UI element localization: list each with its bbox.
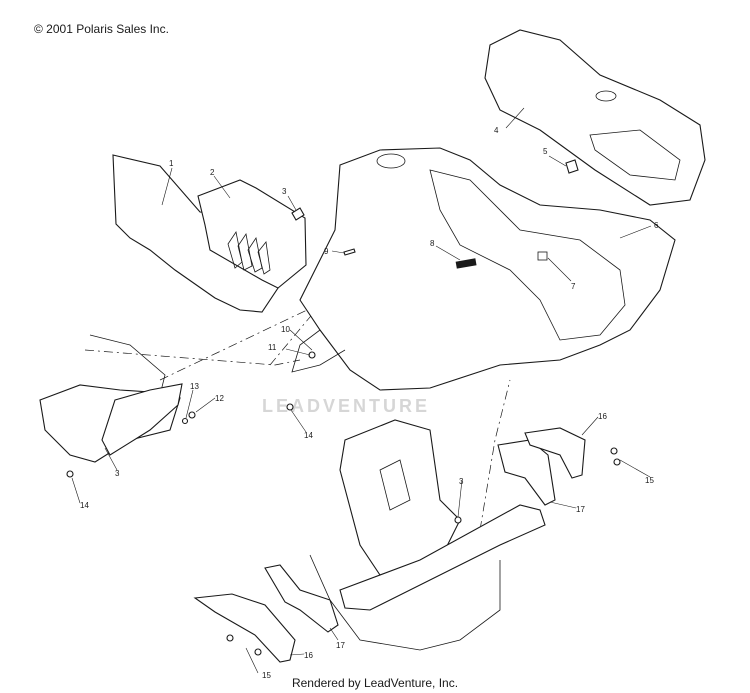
- frame-crossmember: [339, 504, 546, 611]
- callout-15: 15: [262, 671, 271, 680]
- part-16-bracket-bottom: [193, 593, 296, 663]
- callout-11: 11: [268, 343, 277, 352]
- callout-3: 3: [115, 469, 120, 478]
- fuel-cap-opening: [376, 153, 406, 169]
- callout-16: 16: [304, 651, 313, 660]
- part-8-decal: [455, 258, 477, 269]
- part-7-clip: [537, 251, 548, 261]
- callout-9: 9: [324, 247, 329, 256]
- frame-window: [379, 459, 411, 511]
- fender-front-lip: [291, 329, 346, 373]
- callout-13: 13: [190, 382, 199, 391]
- part-17-shield-bottom: [264, 564, 339, 633]
- fasteners: [66, 351, 621, 656]
- callout-15: 15: [645, 476, 654, 485]
- callout-2: 2: [210, 168, 215, 177]
- footwell-rail: [89, 334, 166, 396]
- frame-upright: [339, 419, 461, 576]
- fender-seat-opening: [429, 169, 626, 341]
- part-4-rear-recess: [589, 129, 681, 181]
- callout-1: 1: [169, 159, 174, 168]
- copyright-notice: © 2001 Polaris Sales Inc.: [34, 22, 169, 36]
- callout-3: 3: [282, 187, 287, 196]
- callout-7: 7: [571, 282, 576, 291]
- callout-10: 10: [281, 325, 290, 334]
- part-3-screw: [291, 207, 305, 221]
- callout-6: 6: [654, 221, 659, 230]
- callout-12: 12: [215, 394, 224, 403]
- part-2-vent-slots: [227, 230, 271, 275]
- part-4-rear-cover: [484, 29, 706, 206]
- part-4-cap-hole: [595, 90, 617, 102]
- leader-lines: [71, 107, 652, 674]
- part-5-clip: [565, 159, 579, 174]
- part-16-bracket-right: [524, 427, 586, 479]
- callout-5: 5: [543, 147, 548, 156]
- callout-14: 14: [80, 501, 89, 510]
- callout-4: 4: [494, 126, 499, 135]
- callout-17: 17: [576, 505, 585, 514]
- footwell-guard: [101, 383, 183, 456]
- callout-14: 14: [304, 431, 313, 440]
- part-9-screw: [343, 248, 356, 256]
- callout-3: 3: [459, 477, 464, 486]
- watermark: LEADVENTURE: [262, 396, 431, 416]
- part-2-vent-cover: [197, 179, 307, 289]
- footer-credit: Rendered by LeadVenture, Inc.: [291, 676, 459, 690]
- fender-assembly: [299, 147, 676, 391]
- callout-17: 17: [336, 641, 345, 650]
- callout-16: 16: [598, 412, 607, 421]
- callout-8: 8: [430, 239, 435, 248]
